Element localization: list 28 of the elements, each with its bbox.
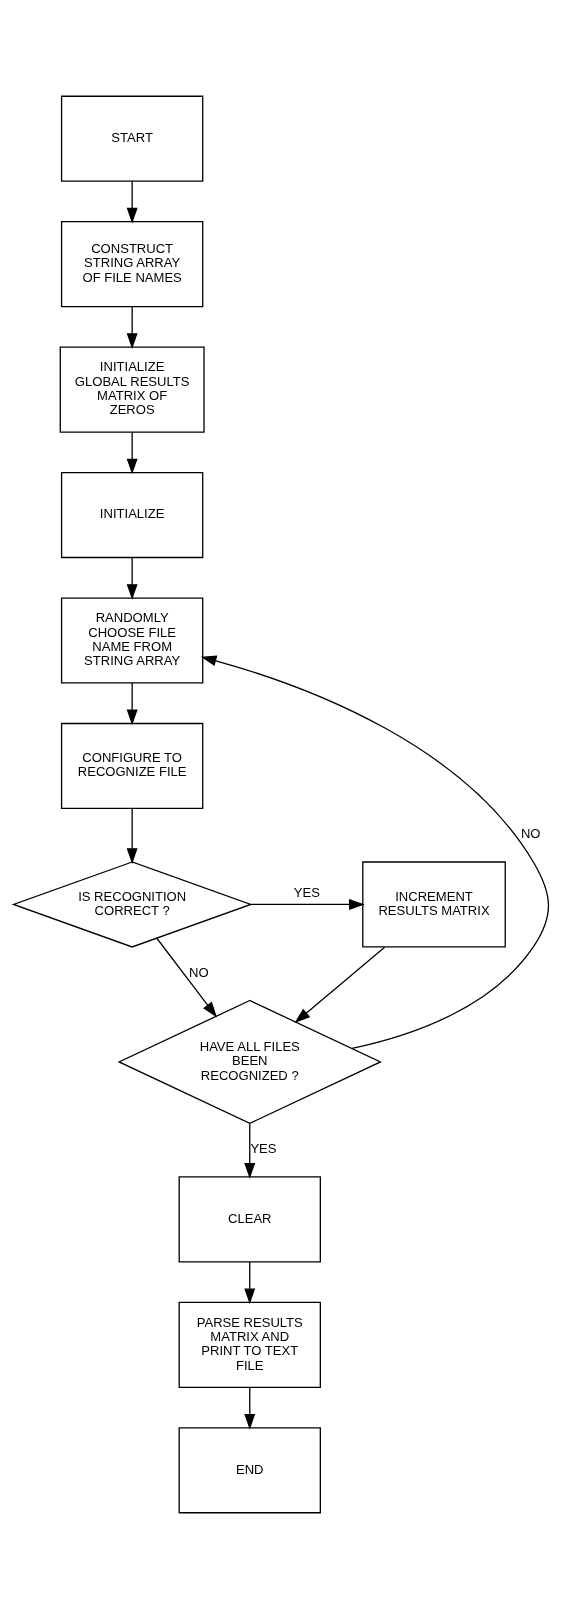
arrow <box>126 180 138 223</box>
arrow <box>126 807 138 864</box>
arrow <box>156 937 217 1017</box>
node-box: INCREMENT RESULTS MATRIX <box>362 860 506 948</box>
node-box: PARSE RESULTS MATRIX AND PRINT TO TEXT FILE <box>178 1301 321 1388</box>
edge-label: NO <box>189 964 209 980</box>
edge-label: YES <box>293 884 320 900</box>
node-box: END <box>178 1426 321 1513</box>
arrow <box>126 305 138 349</box>
node-diamond: IS RECOGNITION CORRECT ? <box>11 860 253 948</box>
arrow <box>126 431 138 474</box>
arrow <box>126 681 138 725</box>
node-box: CLEAR <box>178 1175 321 1263</box>
arrow <box>200 654 550 1049</box>
node-box: INITIALIZE GLOBAL RESULTS MATRIX OF ZEROS <box>59 345 205 433</box>
arrow <box>126 556 138 600</box>
arrow <box>244 1386 256 1430</box>
arrow <box>244 1260 256 1304</box>
node-box: CONFIGURE TO RECOGNIZE FILE <box>60 722 204 809</box>
node-box: START <box>60 95 204 182</box>
node-box: INITIALIZE <box>60 471 204 558</box>
arrow <box>294 946 386 1023</box>
arrow <box>250 898 365 910</box>
arrow <box>244 1122 256 1179</box>
node-box: CONSTRUCT STRING ARRAY OF FILE NAMES <box>60 220 204 307</box>
node-box: RANDOMLY CHOOSE FILE NAME FROM STRING ARRAY <box>60 596 204 684</box>
edge-label: YES <box>250 1140 277 1156</box>
edge-label: NO <box>520 825 541 841</box>
